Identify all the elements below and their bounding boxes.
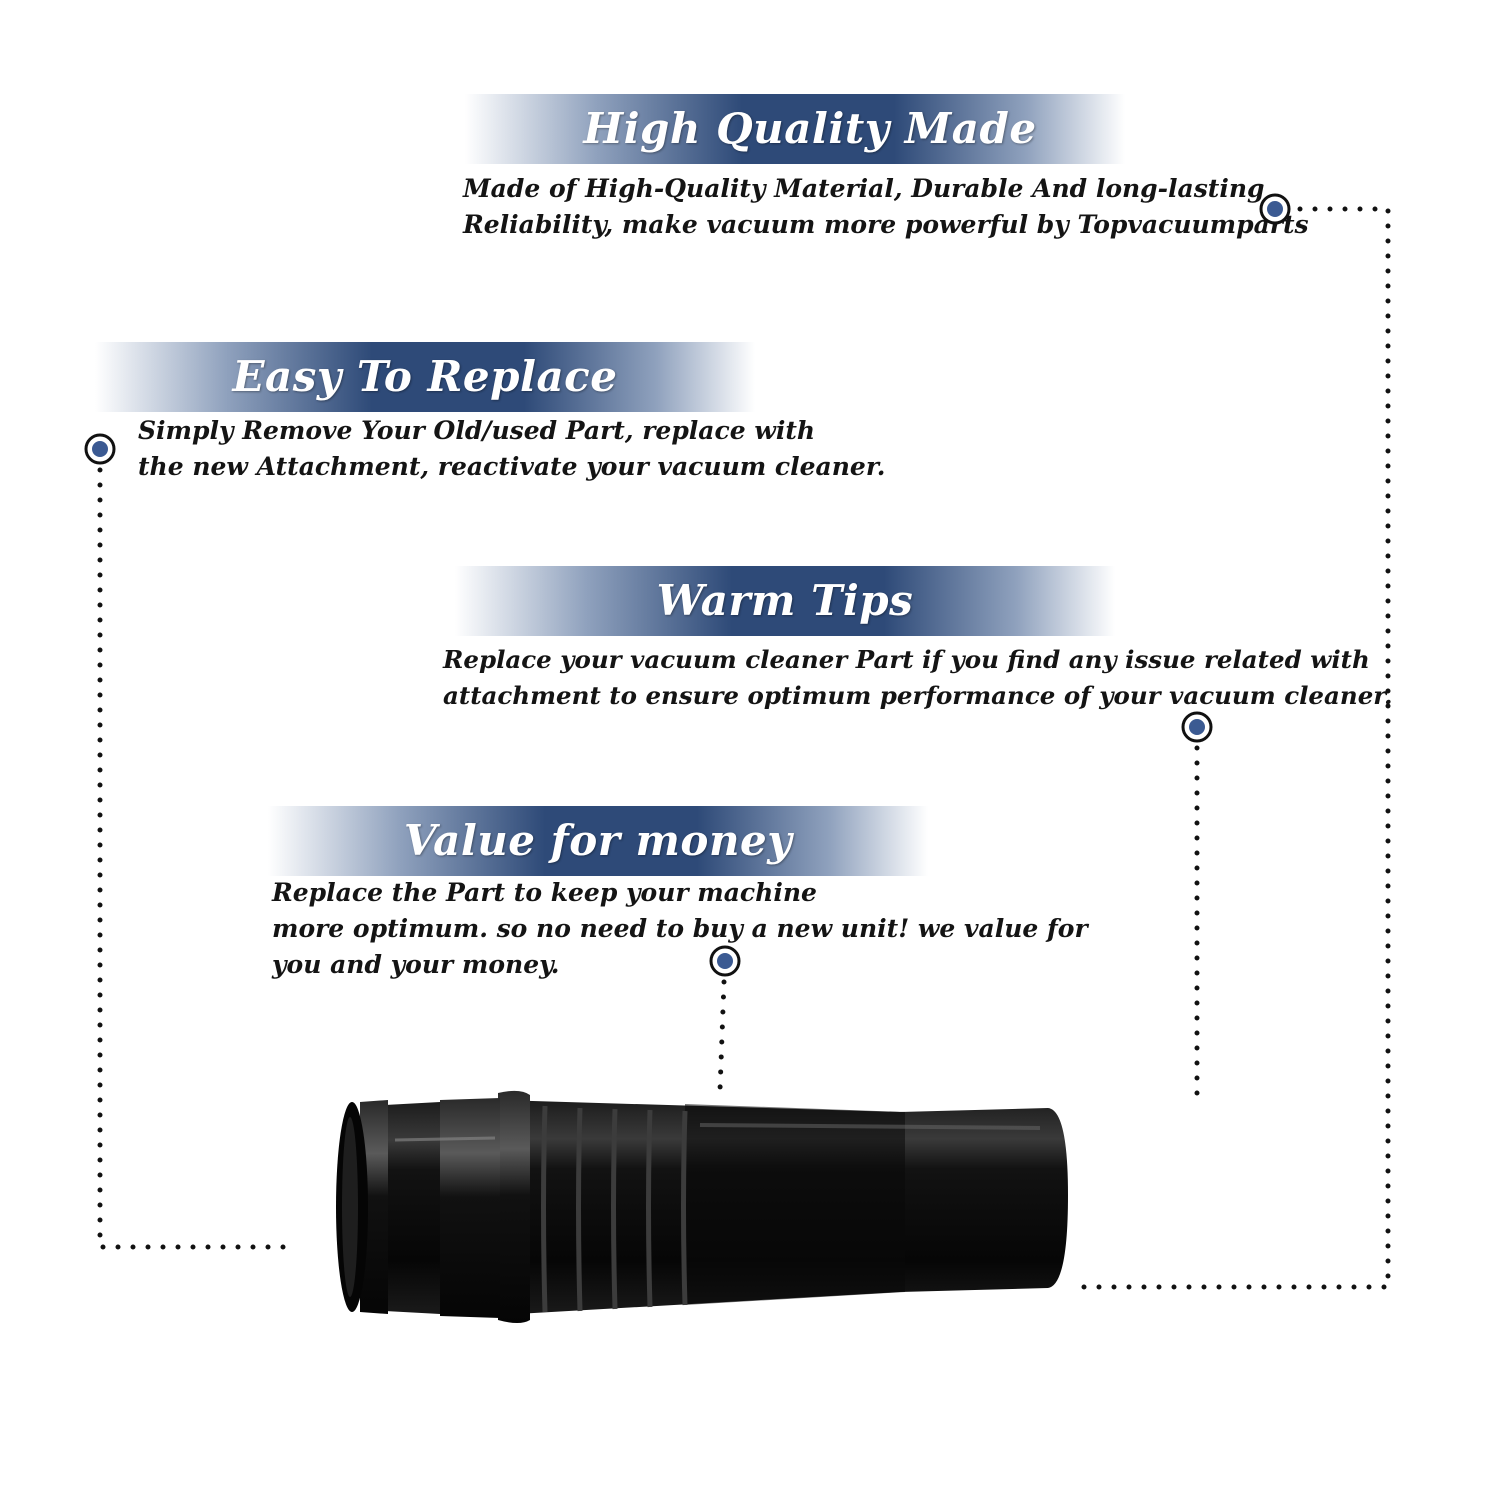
marker-dot-icon [1181,711,1213,743]
banner-warm-tips: Warm Tips [455,566,1115,636]
description-warm-tips: Replace your vacuum cleaner Part if you … [443,642,1392,714]
banner-title-warm-tips: Warm Tips [656,576,914,625]
banner-value-money: Value for money [268,806,928,876]
description-line: Simply Remove Your Old/used Part, replac… [138,416,816,445]
connector-value-money [717,979,727,1093]
connector-high-quality [1069,206,1391,1290]
description-line: attachment to ensure optimum performance… [443,681,1393,710]
marker-dot-icon [709,945,741,977]
banner-high-quality: High Quality Made [465,94,1125,164]
description-value-money: Replace the Part to keep your machine mo… [272,875,1088,983]
description-line: Replace the Part to keep your machine [272,878,817,907]
banner-title-easy-replace: Easy To Replace [232,352,618,401]
banner-title-high-quality: High Quality Made [583,104,1037,153]
description-line: Replace your vacuum cleaner Part if you … [443,645,1370,674]
product-adapter-image [336,1090,1068,1323]
description-line: you and your money. [272,950,560,979]
marker-dot-icon [84,433,116,465]
description-line: Reliability, make vacuum more powerful b… [463,210,1309,239]
description-high-quality: Made of High-Quality Material, Durable A… [463,171,1309,243]
banner-easy-replace: Easy To Replace [95,342,755,412]
description-line: Made of High-Quality Material, Durable A… [463,174,1265,203]
description-line: more optimum. so no need to buy a new un… [272,914,1088,943]
description-line: the new Attachment, reactivate your vacu… [138,452,886,481]
connector-easy-replace [97,467,299,1250]
description-easy-replace: Simply Remove Your Old/used Part, replac… [138,413,885,485]
banner-title-value-money: Value for money [403,816,793,865]
marker-dot-icon [1259,193,1291,225]
